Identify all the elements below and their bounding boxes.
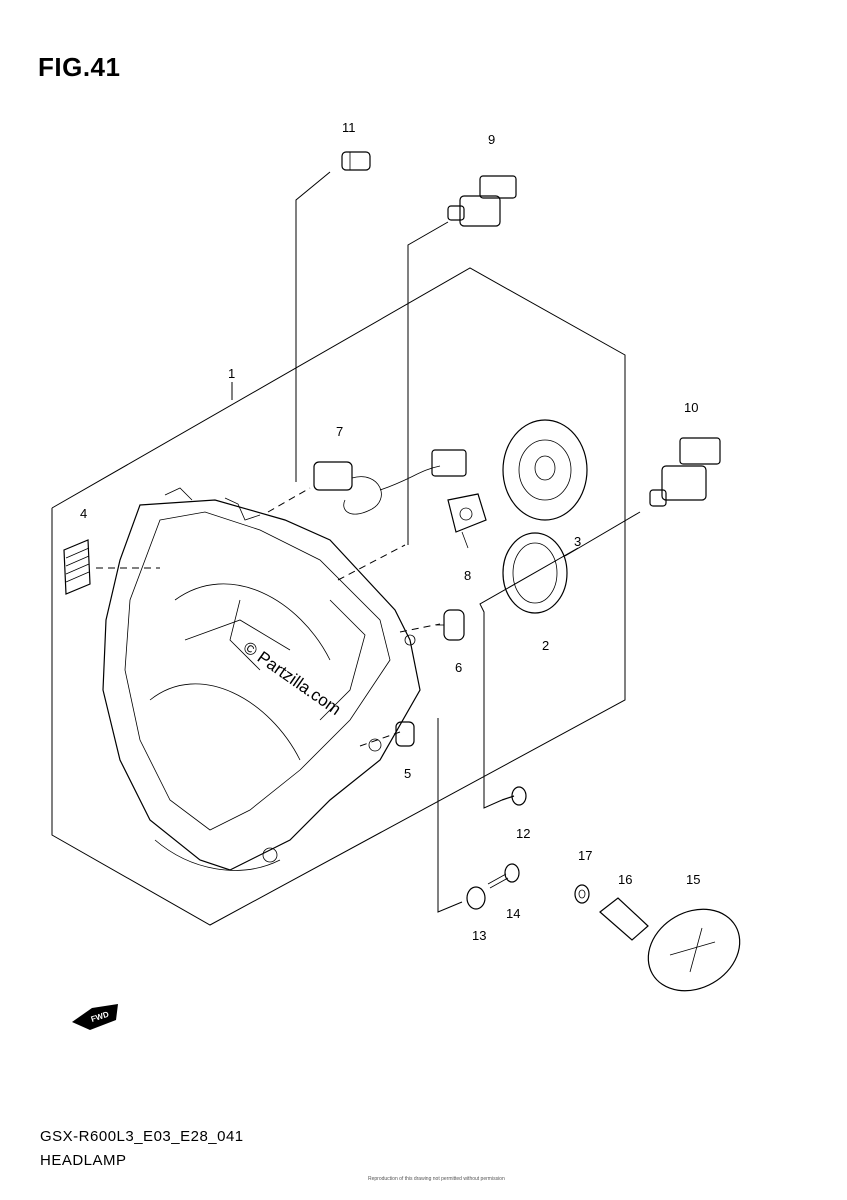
position-bulb	[341, 151, 371, 171]
callout-10: 10	[684, 400, 698, 415]
washer	[574, 884, 590, 904]
callout-15: 15	[686, 872, 700, 887]
leader-lines	[96, 171, 641, 913]
callout-3: 3	[574, 534, 581, 549]
callout-9: 9	[488, 132, 495, 147]
watermark: © Partzilla.com	[240, 638, 345, 719]
callout-13: 13	[472, 928, 486, 943]
seal-ring	[502, 532, 568, 614]
callout-4: 4	[80, 506, 87, 521]
cover-cap	[647, 908, 741, 992]
callout-17: 17	[578, 848, 592, 863]
headlight-bulb-side	[649, 437, 721, 507]
callout-8: 8	[464, 568, 471, 583]
section-name: HEADLAMP	[40, 1152, 127, 1169]
callout-11: 11	[342, 120, 356, 135]
spacer	[599, 897, 649, 941]
page-title: FIG.41	[38, 52, 121, 82]
headlight-bulb-upper	[447, 175, 517, 227]
forward-arrow: FWD	[72, 1004, 118, 1030]
callout-12: 12	[516, 826, 530, 841]
projector-cup	[502, 419, 588, 521]
grommet-lower	[395, 721, 415, 747]
callout-1: 1	[228, 366, 235, 381]
callout-2: 2	[542, 638, 549, 653]
headlamp-housing	[102, 487, 421, 871]
callout-labels: 1 2 3 4 5 6 7 8 9 10 11 12 13 14 15 16 1…	[80, 120, 700, 943]
screw-lower	[487, 863, 520, 889]
drawing-code: GSX-R600L3_E03_E28_041	[40, 1128, 244, 1145]
screw-upper	[501, 786, 527, 806]
callout-7: 7	[336, 424, 343, 439]
callout-5: 5	[404, 766, 411, 781]
callout-6: 6	[455, 660, 462, 675]
callout-16: 16	[618, 872, 632, 887]
reflector-pad	[63, 539, 91, 595]
copyright-notice: Reproduction of this drawing not permitt…	[368, 1176, 505, 1182]
grommet-upper	[436, 609, 465, 641]
collar-nut	[466, 886, 486, 910]
socket-harness	[313, 449, 467, 515]
small-socket	[447, 493, 487, 549]
callout-14: 14	[506, 906, 520, 921]
assembly-outline	[51, 267, 626, 926]
